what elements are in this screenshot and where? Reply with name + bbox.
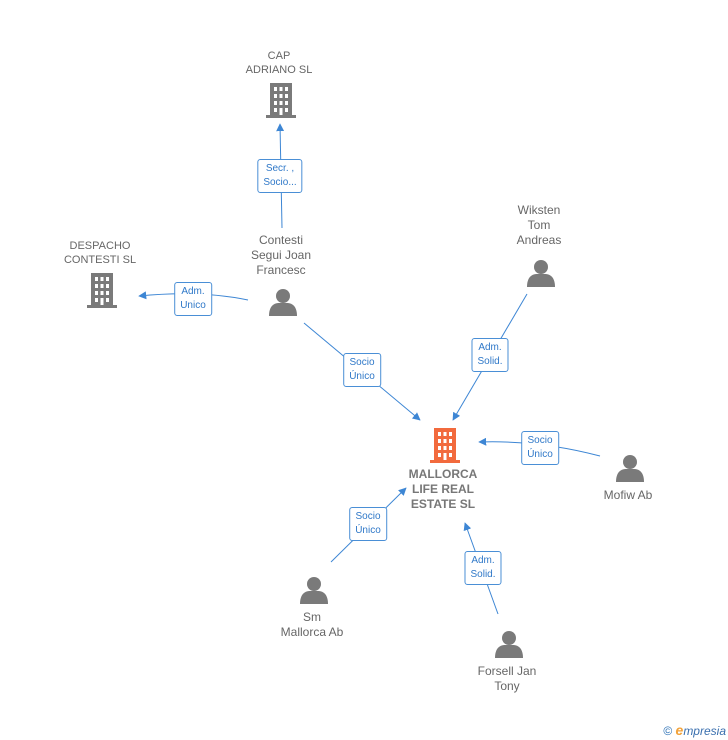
copyright-symbol: © — [663, 724, 673, 738]
edge-label-contesti-despacho: Adm. Unico — [174, 282, 212, 316]
building-icon[interactable] — [266, 83, 296, 118]
brand-logo-initial: e — [675, 722, 684, 738]
edge-label-forsell-center: Adm. Solid. — [464, 551, 502, 585]
person-icon[interactable] — [300, 577, 328, 604]
person-icon[interactable] — [495, 631, 523, 658]
person-icon[interactable] — [527, 260, 555, 287]
node-label-wiksten[interactable]: Wiksten Tom Andreas — [516, 203, 562, 247]
edge-label-contesti-center: Socio Único — [343, 353, 381, 387]
brand-logo-text: mpresia — [683, 724, 726, 738]
node-label-cap-adriano[interactable]: CAP ADRIANO SL — [245, 50, 313, 76]
edge-label-wiksten-center: Adm. Solid. — [471, 338, 509, 372]
person-icon[interactable] — [269, 289, 297, 316]
node-label-center[interactable]: MALLORCA LIFE REAL ESTATE SL — [408, 467, 478, 511]
node-label-forsell[interactable]: Forsell Jan Tony — [477, 664, 537, 693]
edge-label-mofiw-center: Socio Único — [521, 431, 559, 465]
building-icon[interactable] — [87, 273, 117, 308]
copyright-notice: © empresia — [663, 722, 726, 738]
edge-label-sm-center: Socio Único — [349, 507, 387, 541]
node-label-mofiw[interactable]: Mofiw Ab — [603, 488, 653, 502]
node-label-despacho[interactable]: DESPACHO CONTESTI SL — [63, 240, 137, 266]
person-icon[interactable] — [616, 455, 644, 482]
node-label-contesti[interactable]: Contesti Segui Joan Francesc — [250, 233, 312, 277]
edge-label-contesti-cap: Secr. , Socio... — [257, 159, 303, 193]
node-label-sm-mallorca[interactable]: Sm Mallorca Ab — [280, 610, 344, 639]
building-icon[interactable] — [430, 428, 460, 463]
